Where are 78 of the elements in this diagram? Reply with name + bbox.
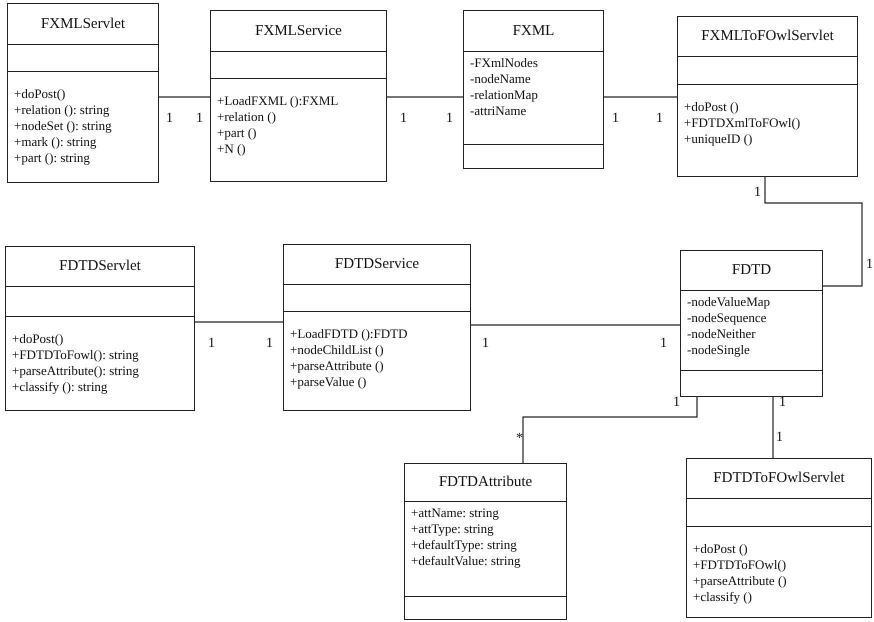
association-line — [764, 177, 863, 287]
class-box — [5, 246, 195, 411]
method-text: +FDTDToFowl(): string — [12, 347, 140, 363]
method-text: +mark (): string — [14, 134, 98, 150]
method-text: +part () — [217, 125, 258, 141]
attribute-text: -nodeSequence — [687, 310, 768, 326]
method-text: +doPost() — [14, 86, 66, 102]
multiplicity-label: 1 — [656, 112, 663, 126]
class-name: FXML — [512, 22, 554, 40]
multiplicity-label: 1 — [866, 258, 873, 272]
class-name: FDTDToFOwlServlet — [713, 470, 845, 487]
attribute-text: -attriName — [470, 103, 528, 119]
method-text: +uniqueID () — [684, 131, 754, 147]
class-name: FDTDServlet — [59, 258, 141, 275]
multiplicity-label: * — [516, 432, 523, 446]
method-text: +nodeSet (): string — [14, 118, 113, 134]
association-line — [772, 397, 774, 458]
class-name: FXMLServlet — [40, 16, 126, 32]
association-line — [159, 96, 210, 98]
method-text: +parseAttribute () — [693, 573, 788, 589]
multiplicity-label: 1 — [612, 112, 619, 126]
attribute-text: -FXmlNodes — [470, 55, 539, 71]
method-text: +parseAttribute(): string — [12, 363, 140, 379]
class-name: FDTDService — [334, 256, 420, 273]
class-box — [404, 463, 567, 620]
attribute-text: -nodeValueMap — [687, 294, 772, 310]
multiplicity-label: 1 — [208, 337, 215, 351]
method-text: +classify (): string — [12, 379, 108, 395]
method-text: +doPost () — [684, 99, 740, 115]
multiplicity-label: 1 — [446, 112, 453, 126]
multiplicity-label: 1 — [196, 112, 203, 126]
association-line — [522, 397, 698, 463]
attribute-text: -nodeName — [470, 71, 532, 87]
attribute-text: -nodeSingle — [687, 342, 751, 358]
method-text: +FDTDXmlToFOwl() — [684, 115, 802, 131]
method-text: +classify () — [693, 589, 753, 605]
association-line — [471, 324, 680, 326]
class-name: FDTD — [732, 262, 772, 279]
association-line — [195, 321, 283, 323]
multiplicity-label: 1 — [482, 337, 489, 351]
multiplicity-label: 1 — [166, 112, 173, 126]
method-text: +parseAttribute () — [290, 358, 385, 374]
attribute-text: -nodeNeither — [687, 326, 757, 342]
multiplicity-label: 1 — [266, 337, 273, 351]
class-box — [7, 3, 159, 183]
method-text: +relation () — [217, 109, 277, 125]
method-text: +doPost() — [12, 331, 64, 347]
class-box — [463, 10, 604, 169]
class-name: FXMLToFOwlServlet — [701, 28, 834, 45]
multiplicity-label: 1 — [400, 112, 407, 126]
association-line — [387, 96, 463, 98]
class-name: FDTDAttribute — [438, 474, 532, 491]
multiplicity-label: 1 — [673, 396, 680, 410]
attribute-text: +defaultValue: string — [411, 553, 522, 569]
class-name: FXMLService — [255, 22, 342, 40]
class-box — [283, 244, 471, 411]
multiplicity-label: 1 — [779, 396, 786, 410]
method-text: +relation (): string — [14, 102, 110, 118]
method-text: +parseValue () — [290, 374, 368, 390]
method-text: +N () — [217, 141, 247, 157]
method-text: +nodeChildList () — [290, 342, 385, 358]
class-box — [677, 16, 858, 177]
attribute-text: +attType: string — [411, 521, 495, 537]
method-text: +FDTDToFOwl() — [693, 557, 788, 573]
method-text: +LoadFXML ():FXML — [217, 93, 340, 109]
attribute-text: -relationMap — [470, 87, 539, 103]
method-text: +part (): string — [14, 150, 91, 166]
class-box — [210, 10, 387, 182]
multiplicity-label: 1 — [754, 186, 761, 200]
class-box — [686, 458, 872, 618]
class-box — [680, 250, 823, 397]
association-line — [604, 96, 677, 98]
attribute-text: +attName: string — [411, 505, 500, 521]
multiplicity-label: 1 — [776, 431, 783, 445]
method-text: +doPost () — [693, 541, 749, 557]
method-text: +LoadFDTD ():FDTD — [290, 326, 408, 342]
attribute-text: +defaultType: string — [411, 537, 518, 553]
multiplicity-label: 1 — [660, 337, 667, 351]
